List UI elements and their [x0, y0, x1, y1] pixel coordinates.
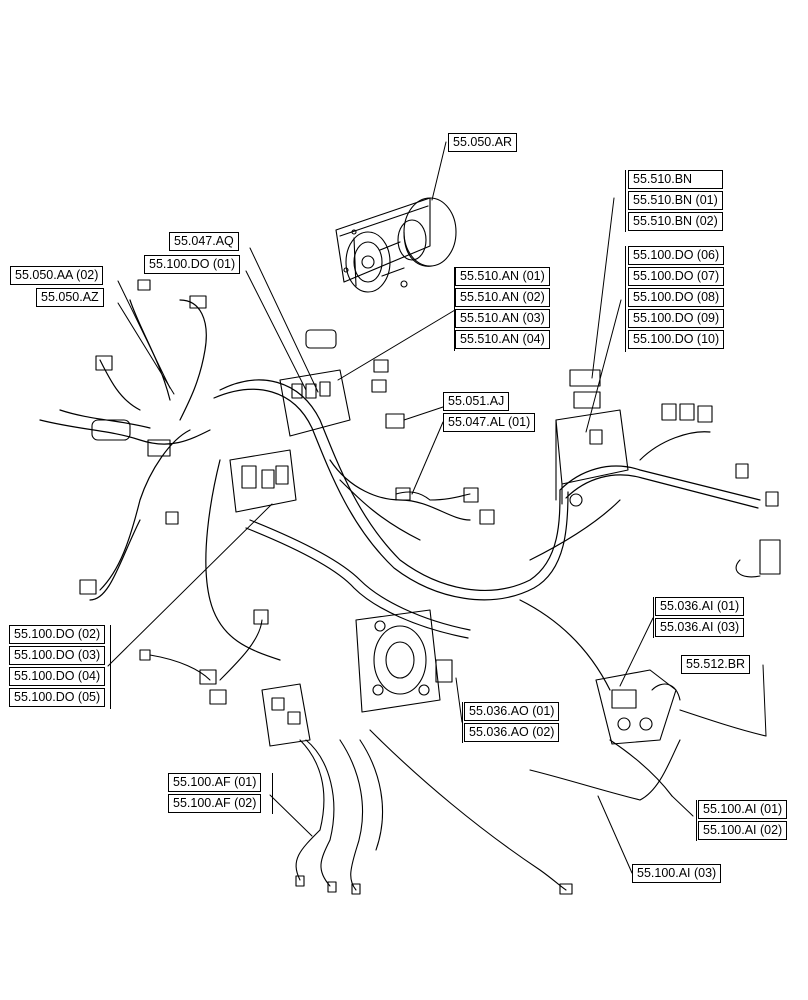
left-connectors [79, 279, 269, 705]
bracket-55-100-af [270, 773, 273, 814]
callout-55-100-ai-01: 55.100.AI (01) [698, 800, 788, 819]
callout-55-036-ao-02: 55.036.AO (02) [464, 723, 560, 742]
bracket-55-100-do-06-10 [623, 246, 626, 352]
callout-55-100-do-02: 55.100.DO (02) [9, 625, 106, 644]
callout-group-55-100-do-06-10: 55.100.DO (06) 55.100.DO (07) 55.100.DO … [628, 246, 725, 351]
callout-55-100-af-02: 55.100.AF (02) [168, 794, 262, 813]
callout-55-036-ao-01: 55.036.AO (01) [464, 702, 560, 721]
callout-55-036-ai-01: 55.036.AI (01) [655, 597, 745, 616]
bracket-55-036-ao [460, 702, 463, 743]
callout-group-55-510-an: 55.510.AN (01) 55.510.AN (02) 55.510.AN … [455, 267, 550, 351]
blower-unit [335, 197, 457, 293]
callout-55-510-bn: 55.510.BN [628, 170, 723, 189]
callout-group-55-100-do-02-05: 55.100.DO (02) 55.100.DO (03) 55.100.DO … [9, 625, 106, 709]
bracket-55-036-ai [651, 597, 654, 638]
callout-55-510-an-02: 55.510.AN (02) [455, 288, 550, 307]
callout-55-100-do-07: 55.100.DO (07) [628, 267, 725, 286]
callout-group-55-100-af: 55.100.AF (01) 55.100.AF (02) [168, 773, 262, 815]
right-module [555, 369, 629, 507]
callout-55-036-ai-03: 55.036.AI (03) [655, 618, 745, 637]
manifold [261, 683, 383, 895]
callout-group-55-036-ai: 55.036.AI (01) 55.036.AI (03) [655, 597, 745, 639]
callout-55-510-an-01: 55.510.AN (01) [455, 267, 550, 286]
callout-55-510-bn-02: 55.510.BN (02) [628, 212, 723, 231]
callout-group-55-036-ao: 55.036.AO (01) 55.036.AO (02) [464, 702, 560, 744]
callout-55-100-af-01: 55.100.AF (01) [168, 773, 262, 792]
callout-55-051-aj: 55.051.AJ [443, 392, 510, 411]
callout-55-100-do-05: 55.100.DO (05) [9, 688, 106, 707]
bracket-55-100-ai [694, 800, 697, 841]
callout-55-510-an-04: 55.510.AN (04) [455, 330, 550, 349]
fuse-box [229, 329, 351, 513]
callout-55-050-az: 55.050.AZ [36, 288, 104, 307]
valve-block [595, 669, 681, 745]
lower-right-harness [369, 709, 767, 895]
callout-55-512-br: 55.512.BR [681, 655, 751, 674]
callout-55-100-do-10: 55.100.DO (10) [628, 330, 725, 349]
callout-55-050-aa-02: 55.050.AA (02) [10, 266, 104, 285]
callout-55-510-bn-01: 55.510.BN (01) [628, 191, 723, 210]
center-module [355, 609, 453, 713]
bracket-55-100-do-02-05 [108, 625, 111, 709]
callout-55-100-do-06: 55.100.DO (06) [628, 246, 725, 265]
right-connectors [661, 403, 781, 578]
callout-55-100-ai-02: 55.100.AI (02) [698, 821, 788, 840]
small-parts [371, 359, 495, 525]
bracket-55-510-bn [623, 170, 626, 232]
callout-55-100-do-04: 55.100.DO (04) [9, 667, 106, 686]
callout-55-100-do-03: 55.100.DO (03) [9, 646, 106, 665]
callout-55-100-do-09: 55.100.DO (09) [628, 309, 725, 328]
callout-55-510-an-03: 55.510.AN (03) [455, 309, 550, 328]
leader-lines [107, 141, 767, 874]
callout-55-100-do-01: 55.100.DO (01) [144, 255, 241, 274]
callout-55-047-aq: 55.047.AQ [169, 232, 239, 251]
callout-55-100-do-08: 55.100.DO (08) [628, 288, 725, 307]
callout-55-100-ai-03: 55.100.AI (03) [632, 864, 722, 883]
callout-55-050-ar: 55.050.AR [448, 133, 518, 152]
callout-group-55-510-bn: 55.510.BN 55.510.BN (01) 55.510.BN (02) [628, 170, 723, 233]
callout-55-047-al-01: 55.047.AL (01) [443, 413, 536, 432]
callout-group-55-100-ai: 55.100.AI (01) 55.100.AI (02) [698, 800, 788, 842]
bracket-55-510-an [452, 267, 455, 351]
